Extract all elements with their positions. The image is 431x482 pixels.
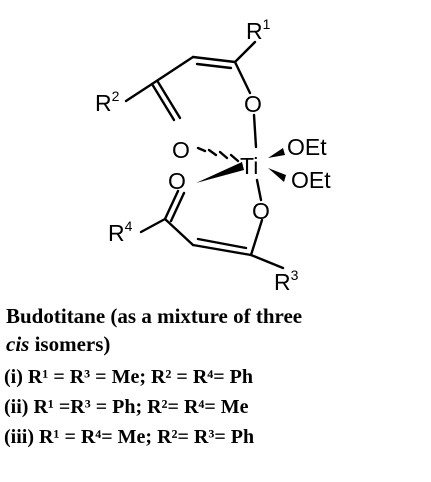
isomer-formula: R¹ =R³ = Ph; R²= R⁴= Me [33,396,249,418]
bond-c3-c4-inner [195,62,233,70]
oxygen-4-label: O [252,198,270,224]
bond-c4b-o3-b [169,191,186,223]
isomer-label: (iii) [4,426,34,448]
caption-line-2: cis isomers) [6,330,431,358]
ethoxy-upper-label: OEt [287,134,327,160]
bond-c4-r1 [233,40,257,64]
bond-c3-c4-outer [191,55,237,64]
oxygen-1-label: O [244,91,262,117]
bond-c6-c5-outer [191,243,253,257]
bond-c5-c4b [163,217,195,247]
bond-o4-c6 [249,218,264,257]
bond-c2-c3 [150,55,195,86]
isomer-item: (i) R¹ = R³ = Me; R² = R⁴= Ph [4,364,431,394]
caption-cis: cis [6,332,30,356]
isomer-list: (i) R¹ = R³ = Me; R² = R⁴= Ph (ii) R¹ =R… [4,364,431,454]
oxygen-3-label: O [168,168,186,194]
r1-label: R1 [246,16,271,44]
hashed-bond-o2-ti [196,146,240,163]
isomer-formula: R¹ = R³ = Me; R² = R⁴= Ph [27,366,253,388]
bond-c4b-o3-a [163,189,180,221]
wedge-bond-ti-oet-upper [268,148,285,158]
bond-c2-o2-b [156,80,182,120]
bond-c6-r3 [249,253,285,270]
bond-c6-c5-inner [196,237,248,250]
r3-label: R3 [274,267,299,295]
bond-r4-c4b [139,217,167,234]
r2-label: R2 [95,88,120,116]
bond-o1-ti [252,113,258,149]
isomer-item: (ii) R¹ =R³ = Ph; R²= R⁴= Me [4,394,431,424]
r4-label: R4 [108,218,133,246]
caption-isomers: isomers) [29,332,111,356]
bond-r2-c2 [124,82,154,103]
bond-c2-o2-a [150,82,176,122]
budotitane-structure: R1 R2 R3 R4 O O O O Ti OEt OEt [95,16,331,295]
bond-c4-o1 [233,60,252,95]
bond-ti-o4 [255,178,263,202]
oxygen-2-label: O [172,137,190,163]
titanium-label: Ti [240,153,258,179]
isomer-formula: R¹ = R⁴= Me; R²= R³= Ph [39,426,255,448]
isomer-label: (ii) [4,396,29,418]
wedge-bond-o3-ti [196,162,244,183]
caption-line-1: Budotitane (as a mixture of three [6,304,303,328]
isomer-item: (iii) R¹ = R⁴= Me; R²= R³= Ph [4,424,431,454]
wedge-bond-ti-oet-lower [268,168,286,182]
compound-caption: Budotitane (as a mixture of three cis is… [6,302,431,358]
isomer-label: (i) [4,366,23,388]
ethoxy-lower-label: OEt [291,167,331,193]
